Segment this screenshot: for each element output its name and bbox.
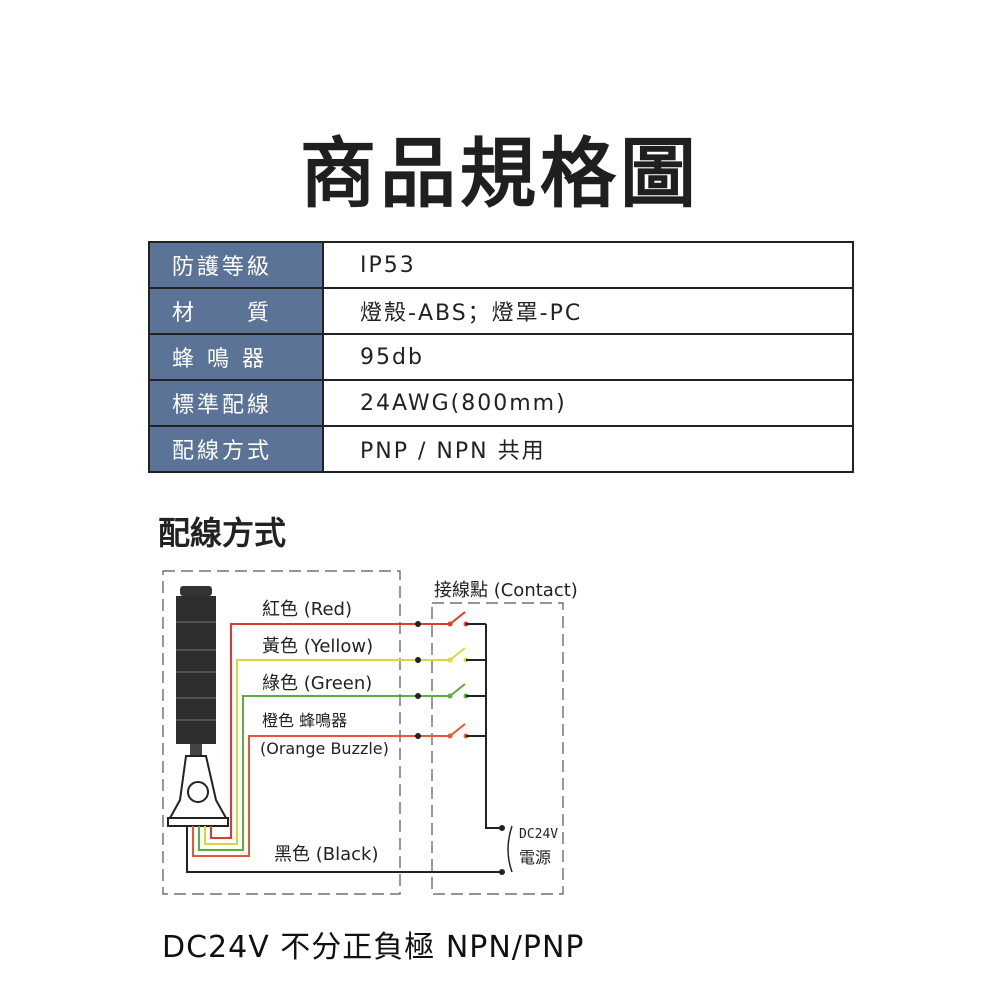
wire-label-yellow: 黃色 (Yellow) [262,636,373,657]
table-row: 材 質 燈殼-ABS；燈罩-PC [148,287,854,335]
spec-key: 配線方式 [148,425,324,473]
table-row: 配線方式 PNP / NPN 共用 [148,425,854,473]
wire-green [198,695,418,851]
tower-light-icon [167,586,229,827]
wire-orange [192,735,418,857]
wire-yellow [204,659,418,845]
spec-table: 防護等級 IP53 材 質 燈殼-ABS；燈罩-PC 蜂 鳴 器 95db 標準… [148,241,854,473]
footer-note: DC24V 不分正負極 NPN/PNP [162,930,585,965]
wiring-heading: 配線方式 [158,514,287,552]
power-bracket-icon [507,825,513,873]
power-label: DC24V [519,827,558,842]
spec-key: 蜂 鳴 器 [148,333,324,381]
spec-value: 燈殼-ABS；燈罩-PC [322,287,854,335]
wire-label-red: 紅色 (Red) [262,599,352,620]
wire-label-black: 黑色 (Black) [274,844,378,865]
table-row: 防護等級 IP53 [148,241,854,289]
wire-black [186,826,502,873]
wire-label-green: 綠色 (Green) [262,673,372,694]
page-title: 商品規格圖 [300,129,700,218]
table-row: 蜂 鳴 器 95db [148,333,854,381]
wire-label-orange: 橙色 蜂鳴器 [262,711,347,730]
spec-value: 24AWG(800mm) [322,379,854,427]
common-wire [485,624,502,829]
device-box [162,570,401,895]
switch-icon [447,611,469,739]
contact-label: 接線點 (Contact) [434,580,578,601]
wire-red [210,623,418,839]
spec-value: 95db [322,333,854,381]
spec-key: 標準配線 [148,379,324,427]
contact-box [431,602,564,895]
power-label-cn: 電源 [519,848,551,867]
spec-key: 防護等級 [148,241,324,289]
spec-key: 材 質 [148,287,324,335]
table-row: 標準配線 24AWG(800mm) [148,379,854,427]
wire-label-orange-en: (Orange Buzzle) [260,739,389,758]
spec-value: PNP / NPN 共用 [322,425,854,473]
spec-value: IP53 [322,241,854,289]
